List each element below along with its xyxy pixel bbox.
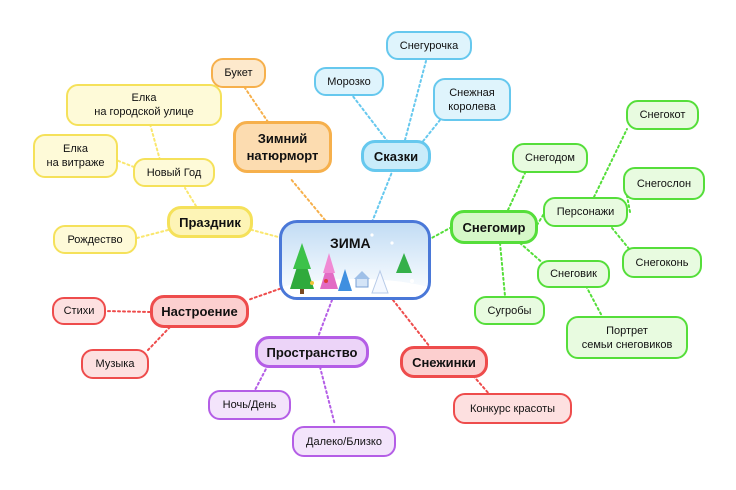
node-elka-vitrazh[interactable]: Елка на витраже <box>33 134 118 178</box>
house-icon <box>354 271 370 288</box>
node-snegokon[interactable]: Снегоконь <box>622 247 702 278</box>
node-daleko-blizko[interactable]: Далеко/Близко <box>292 426 396 457</box>
node-nastroenie[interactable]: Настроение <box>150 295 249 328</box>
node-personazhi[interactable]: Персонажи <box>543 197 628 227</box>
node-zimnii-natyurmort[interactable]: Зимний натюрморт <box>233 121 332 173</box>
winter-scene-image <box>282 233 428 297</box>
node-skazki[interactable]: Сказки <box>361 140 431 172</box>
node-snegokot[interactable]: Снегокот <box>626 100 699 130</box>
node-rozhdestvo[interactable]: Рождество <box>53 225 137 254</box>
node-snegurochka[interactable]: Снегурочка <box>386 31 472 60</box>
node-snezhnaya-koroleva[interactable]: Снежная королева <box>433 78 511 121</box>
white-tree-icon <box>371 269 389 294</box>
pink-tree-icon <box>320 253 338 289</box>
node-snegodom[interactable]: Снегодом <box>512 143 588 173</box>
node-stikhi[interactable]: Стихи <box>52 297 106 325</box>
node-konkurs-krasoty[interactable]: Конкурс красоты <box>453 393 572 424</box>
green-small-tree-icon <box>396 253 412 273</box>
center-title: ЗИМА <box>330 235 371 251</box>
fir-tree-icon <box>290 243 314 294</box>
node-novyi-god[interactable]: Новый Год <box>133 158 215 187</box>
node-snegoslon[interactable]: Снегослон <box>623 167 705 200</box>
node-snegomir[interactable]: Снегомир <box>450 210 538 244</box>
node-snegovik[interactable]: Снеговик <box>537 260 610 288</box>
blue-tree-icon <box>338 269 352 291</box>
center-node-zima[interactable]: ЗИМА <box>279 220 431 300</box>
node-snezhinki[interactable]: Снежинки <box>400 346 488 378</box>
node-noch-den[interactable]: Ночь/День <box>208 390 291 420</box>
node-buket[interactable]: Букет <box>211 58 266 88</box>
node-morozko[interactable]: Морозко <box>314 67 384 96</box>
node-prostranstvo[interactable]: Пространство <box>255 336 369 368</box>
node-sugroby[interactable]: Сугробы <box>474 296 545 325</box>
node-muzyka[interactable]: Музыка <box>81 349 149 379</box>
node-portret[interactable]: Портрет семьи снеговиков <box>566 316 688 359</box>
node-elka-ulitsa[interactable]: Елка на городской улице <box>66 84 222 126</box>
node-prazdnik[interactable]: Праздник <box>167 206 253 238</box>
